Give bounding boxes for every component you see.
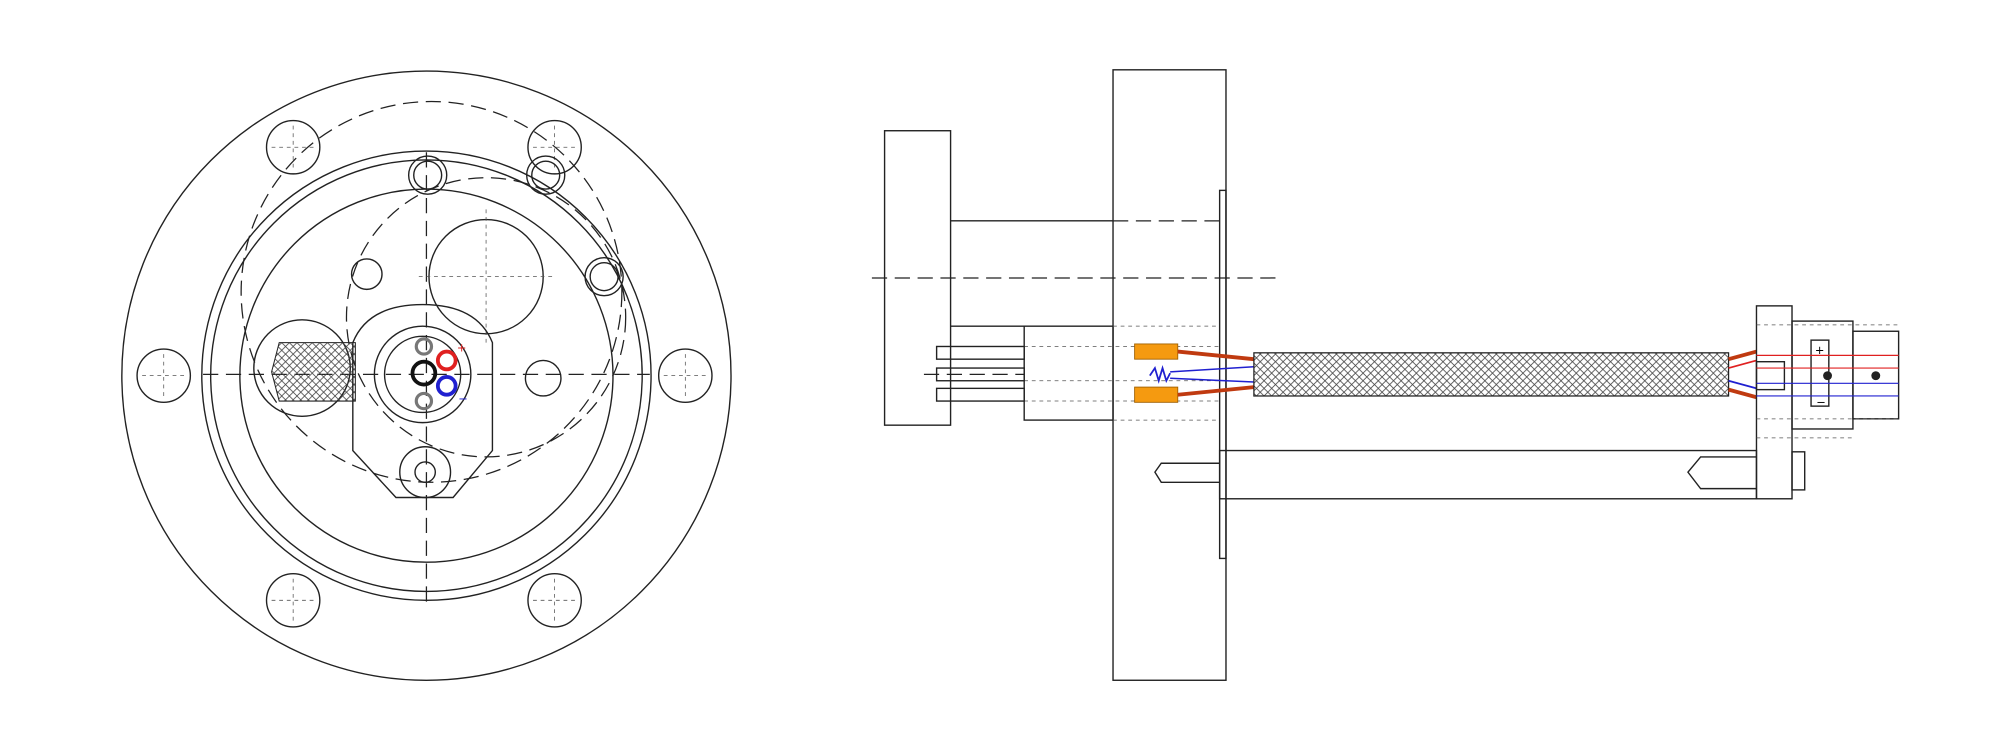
lead-wires (1177, 349, 1255, 397)
connector-positive-mark: + (1815, 343, 1825, 357)
side-view: + − (871, 69, 1900, 681)
terminal-bottom (1134, 386, 1179, 403)
pin-icon (414, 337, 434, 356)
negative-mark: − (458, 391, 468, 405)
braided-cable (1253, 352, 1730, 397)
bolt-hole-icon (527, 572, 582, 628)
front-view: + − (121, 70, 732, 681)
connector-ring-outer (373, 325, 472, 424)
bolt-hole-icon (265, 572, 321, 628)
connector-pin-icon (1823, 371, 1832, 381)
connector-ring-inner (383, 335, 462, 414)
connector-plate (352, 303, 494, 499)
bolt-tip (1154, 462, 1220, 483)
bolt-hole-icon (527, 119, 582, 175)
bottom-screw (399, 446, 452, 499)
connector-pin-icon (1871, 371, 1881, 381)
outer-flange (121, 70, 732, 681)
positive-mark: + (457, 341, 467, 355)
bolt-hole-icon (265, 119, 321, 175)
output-connector: + − (1755, 305, 1900, 500)
pin-icon (414, 391, 434, 411)
cable-end (271, 342, 356, 402)
connector-body (1023, 325, 1114, 421)
positive-terminal-icon (435, 349, 458, 372)
bolt-hole-icon (136, 348, 192, 404)
bolt-shank (1218, 449, 1758, 500)
hidden-bore-2 (240, 100, 623, 483)
hidden-bore-1 (345, 177, 627, 458)
small-holes (350, 155, 624, 397)
connector-negative-mark: − (1816, 395, 1826, 409)
bolt-hole-icon (657, 348, 713, 404)
shaft (950, 220, 1114, 327)
negative-terminal-icon (435, 375, 458, 397)
bolt-holes (136, 119, 713, 628)
center-pin-icon (410, 359, 438, 387)
flange-face (1218, 189, 1227, 560)
terminal-top (1134, 343, 1179, 360)
thermocouple-junction (1149, 364, 1171, 384)
pins (923, 345, 1025, 402)
